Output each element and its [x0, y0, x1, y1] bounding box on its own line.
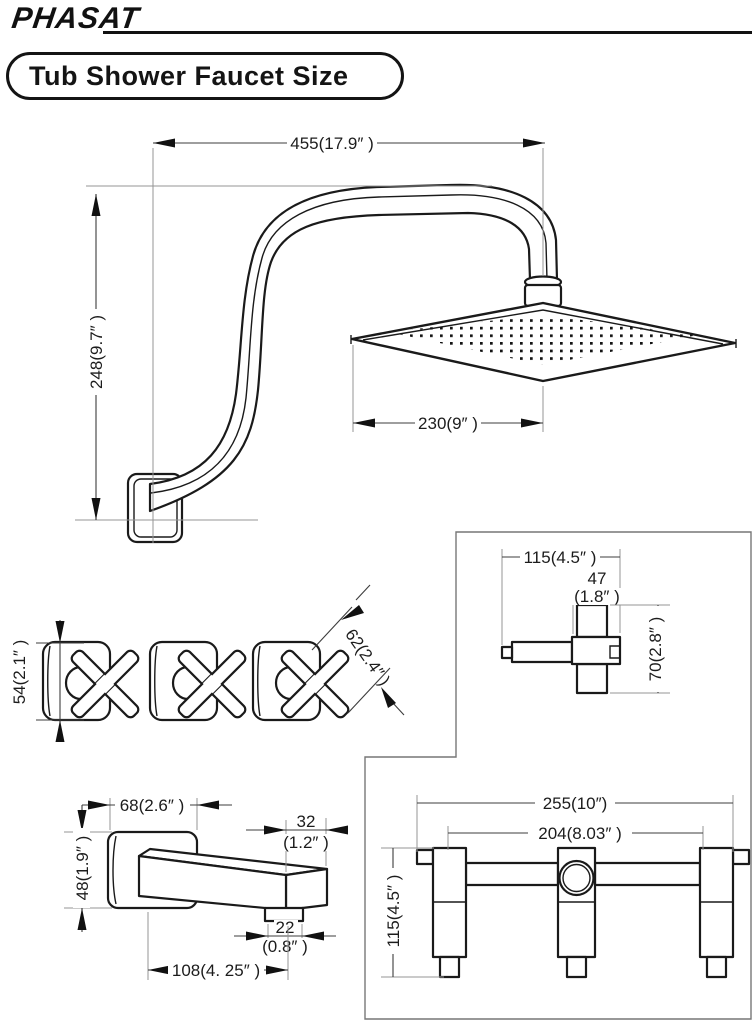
- spout-plate-edge: [112, 835, 117, 905]
- valve-body-side: [570, 635, 622, 666]
- shower-arm-diagram: [126, 183, 737, 544]
- valve-stem: [510, 640, 574, 664]
- center-inlet-inner: [562, 863, 591, 893]
- left-unit-tab: [415, 848, 435, 866]
- dim-body-centers: 204(8.03″ ): [538, 824, 622, 843]
- brand-underline: [103, 31, 752, 34]
- dim-handle-height: 54(2.1″ ): [10, 640, 29, 705]
- right-stub: [705, 955, 728, 979]
- dim-spout-end-mm: 32: [297, 812, 316, 831]
- valve-top-port: [575, 603, 609, 639]
- valve-bottom-port: [575, 662, 609, 695]
- dim-spout-length: 108(4. 25″ ): [172, 961, 260, 980]
- dim-spout-plate-height: 48(1.9″ ): [73, 836, 92, 901]
- handle-3: [251, 640, 350, 722]
- center-inlet-outer: [558, 859, 595, 897]
- dim-body-width: 255(10″): [543, 794, 608, 813]
- arm-wall-flange-inner: [133, 478, 178, 538]
- dim-valve-width: 115(4.5″ ): [524, 548, 597, 567]
- dim-head-width: 230(9″ ): [418, 414, 478, 433]
- valve-stem-cap: [500, 645, 514, 660]
- valve-notch: [609, 645, 620, 659]
- dimensions: 455(17.9″ ) 248(9.7″ ) 230(9″ ) 54(2.1″: [10, 134, 734, 980]
- handle-1: [41, 640, 140, 722]
- dim-spout-end-in: (1.2″ ): [283, 833, 329, 852]
- dim-arm-reach: 455(17.9″ ): [290, 134, 374, 153]
- left-stub: [438, 955, 461, 979]
- shower-head-nozzles: [388, 315, 698, 365]
- spout-diagram: [106, 830, 329, 923]
- dim-body-height: 115(4.5″ ): [384, 875, 403, 948]
- right-unit-tab: [731, 848, 751, 866]
- page-title: Tub Shower Faucet Size: [29, 60, 349, 91]
- dim-spout-outlet-in: (0.8″ ): [262, 937, 308, 956]
- handle-2: [148, 640, 247, 722]
- dim-arm-height: 248(9.7″ ): [87, 315, 106, 389]
- detail-box-border: [364, 531, 752, 1020]
- spout-end-face: [284, 867, 329, 912]
- dim-valve-top-in: (1.8″ ): [574, 587, 620, 606]
- handles-diagram: [41, 640, 350, 722]
- dim-spout-plate-width: 68(2.6″ ): [120, 796, 185, 815]
- valve-bar-left: [464, 861, 560, 887]
- valve-side-diagram: [500, 603, 622, 695]
- valve-bar-right: [593, 861, 702, 887]
- shower-arm-seam: [150, 194, 548, 494]
- valve-body-diagram: [415, 846, 751, 979]
- dim-valve-height: 70(2.8″ ): [646, 617, 665, 682]
- dim-valve-top-mm: 47: [588, 569, 607, 588]
- title-pill: Tub Shower Faucet Size: [6, 52, 404, 100]
- dim-spout-outlet-mm: 22: [276, 918, 295, 937]
- center-stub: [565, 955, 588, 979]
